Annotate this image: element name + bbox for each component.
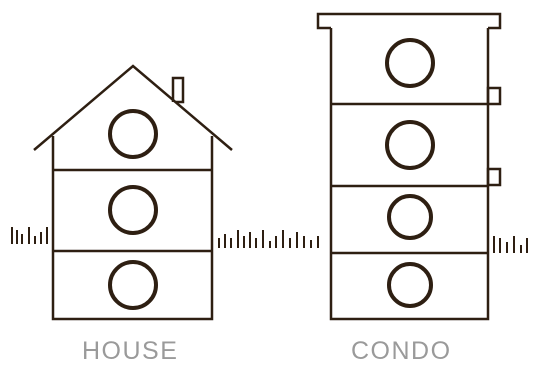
grass-marks-middle (218, 230, 319, 248)
condo-label: CONDO (351, 337, 452, 365)
house-unit-circle (108, 185, 158, 235)
grass-marks-left (11, 227, 48, 244)
grass-marks-right (493, 236, 528, 253)
condo-unit-circle (387, 194, 433, 240)
house-roof (33, 64, 233, 151)
house-unit-circle (108, 109, 158, 159)
house-unit-circle (108, 260, 158, 310)
condo-balcony (486, 86, 502, 106)
condo-building (316, 12, 502, 321)
house-walls (51, 136, 214, 321)
condo-walls (329, 28, 490, 321)
condo-roof-cap (316, 12, 502, 30)
condo-unit-circle (387, 262, 433, 308)
house-chimney (171, 76, 185, 104)
house-building (33, 64, 233, 321)
condo-unit-circle (385, 38, 435, 88)
condo-balcony (486, 167, 502, 187)
house-label: HOUSE (82, 337, 179, 365)
condo-unit-circle (385, 120, 435, 170)
